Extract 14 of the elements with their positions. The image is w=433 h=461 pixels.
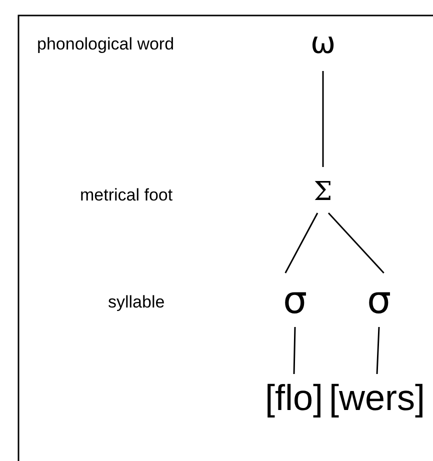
tree-branch — [328, 212, 384, 274]
bracketed-syllable: [flo] — [264, 380, 324, 416]
sigma-symbol: σ — [282, 281, 308, 319]
tier-label: syllable — [108, 294, 165, 310]
bracketed-syllable: [wers] — [329, 380, 425, 416]
tier-label: metrical foot — [80, 186, 173, 204]
sigma-symbol: σ — [366, 281, 392, 319]
tree-branch — [293, 326, 296, 374]
tree-branch — [376, 326, 380, 374]
sigma-symbol: Σ — [314, 179, 332, 205]
tree-branch — [284, 212, 318, 274]
tree-branch — [322, 71, 324, 167]
omega-symbol: ω — [310, 29, 336, 59]
tier-label: phonological word — [37, 36, 174, 52]
